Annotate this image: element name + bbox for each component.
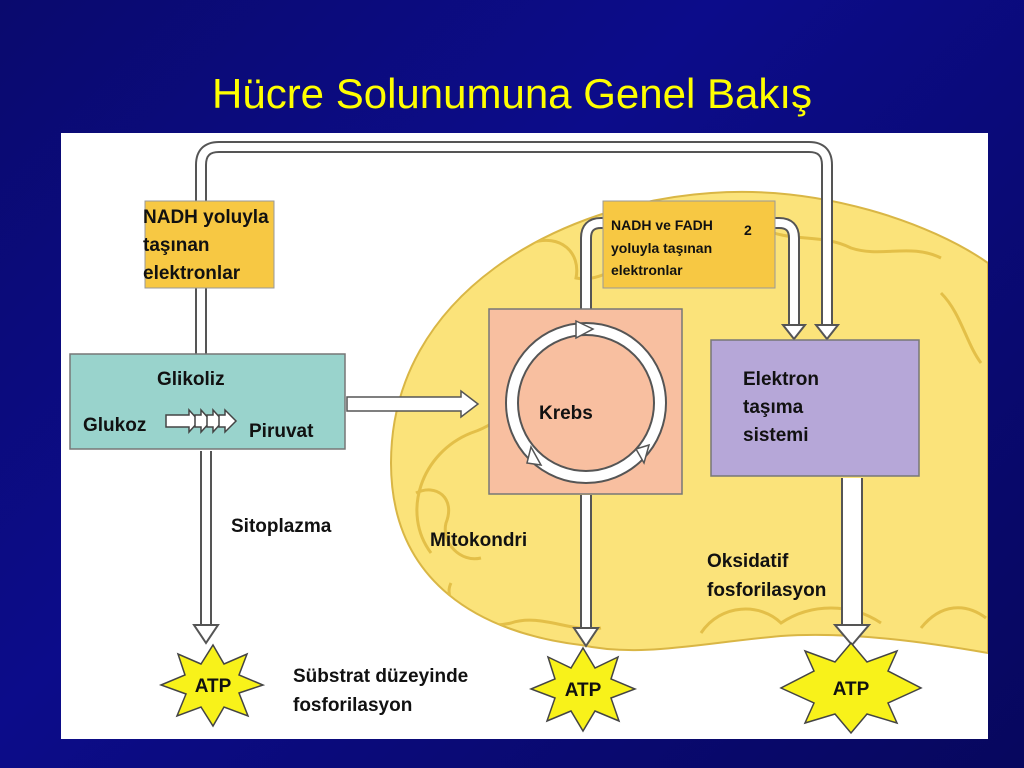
glycolysis-steps-arrows	[165, 408, 238, 434]
nadh-fadh2-electron-box	[602, 200, 776, 289]
krebs-cycle-icon	[505, 319, 667, 484]
glycolysis-title: Glikoliz	[157, 369, 225, 390]
krebs-box	[488, 308, 683, 495]
oxidative-atp-arrow	[832, 478, 872, 647]
electron-flow-top-arrow	[195, 141, 833, 355]
nadh-line-1: NADH yoluyla	[143, 207, 269, 228]
nadh-line-3: elektronlar	[143, 263, 241, 284]
cell-respiration-diagram: NADH yoluyla taşınan elektronlar NADH ve…	[69, 141, 988, 735]
electron-transport-box	[710, 339, 920, 477]
atp-burst-3: ATP	[779, 641, 923, 735]
diagram-panel: NADH yoluyla taşınan elektronlar NADH ve…	[61, 133, 988, 739]
nadh-fadh-line-3: elektronlar	[611, 262, 683, 278]
substrate-phosphorylation-line-2: fosforilasyon	[293, 695, 412, 716]
atp-label-3: ATP	[833, 679, 870, 700]
krebs-label: Krebs	[539, 403, 593, 424]
arrowhead-to-etc-1	[780, 324, 808, 341]
oxidative-phosphorylation-line-2: fosforilasyon	[707, 580, 826, 601]
nadh-fadh-line-1: NADH ve FADH	[611, 217, 713, 233]
substrate-phosphorylation-line-1: Sübstrat düzeyinde	[293, 666, 468, 687]
glycolysis-box	[69, 353, 346, 450]
fadh-subscript: 2	[744, 222, 752, 238]
nadh-line-2: taşınan	[143, 235, 210, 256]
atp-burst-1: ATP	[158, 643, 266, 728]
pyruvate-to-krebs-arrow	[346, 389, 480, 419]
substrate-atp-arrow	[192, 451, 220, 645]
glucose-label: Glukoz	[83, 415, 146, 436]
slide-title: Hücre Solunumuna Genel Bakış	[212, 70, 812, 117]
nadh-electron-box	[144, 200, 275, 289]
etc-line-3: sistemi	[743, 425, 808, 446]
mitochondrion	[389, 190, 988, 655]
pyruvate-label: Piruvat	[249, 421, 314, 442]
atp-burst-2: ATP	[528, 646, 638, 733]
krebs-atp-arrow	[572, 495, 600, 648]
oxidative-phosphorylation-line-1: Oksidatif	[707, 551, 789, 572]
atp-label-2: ATP	[565, 680, 602, 701]
arrowhead-to-etc-2	[813, 324, 841, 341]
atp-label-1: ATP	[195, 676, 232, 697]
nadh-fadh-line-2: yoluyla taşınan	[611, 240, 712, 256]
mitochondrion-label: Mitokondri	[430, 530, 527, 551]
cytoplasm-label: Sitoplazma	[231, 516, 332, 537]
etc-line-2: taşıma	[743, 397, 804, 418]
etc-line-1: Elektron	[743, 369, 819, 390]
